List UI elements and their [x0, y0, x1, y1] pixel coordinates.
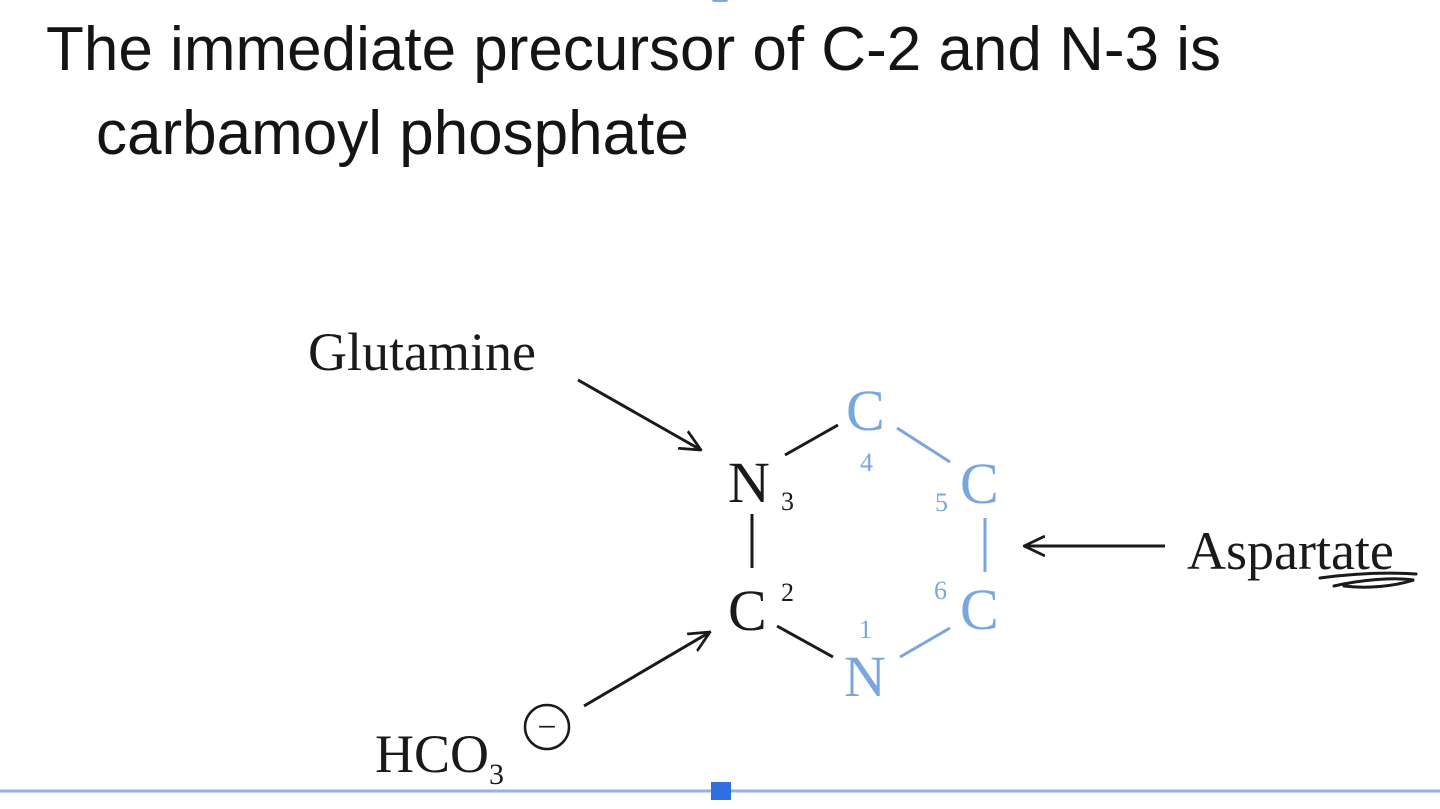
heading-line-2: carbamoyl phosphate	[96, 99, 689, 168]
bicarbonate-base: HCO	[375, 724, 489, 784]
atom-n3-number: 3	[781, 487, 794, 516]
bicarbonate-charge: −	[537, 709, 556, 746]
atom-c5-number: 5	[935, 488, 948, 517]
handwritten-underline	[1318, 571, 1418, 589]
slide-heading: The immediate precursor of C-2 and N-3 i…	[46, 8, 1221, 176]
glutamine-label: Glutamine	[308, 322, 536, 382]
heading-line-1: The immediate precursor of C-2 and N-3 i…	[46, 15, 1222, 84]
bond-n1-c2	[776, 624, 834, 659]
atom-c2-symbol: C	[728, 578, 767, 643]
selection-handle[interactable]	[711, 782, 731, 800]
atom-c6-symbol: C	[960, 577, 999, 642]
bicarbonate-arrow	[583, 632, 710, 708]
atom-c2-number: 2	[781, 578, 794, 607]
atom-c4-symbol: C	[846, 378, 885, 443]
selection-handle-top[interactable]	[711, 0, 729, 2]
atom-c5-symbol: C	[960, 451, 999, 516]
atom-n1-symbol: N	[844, 644, 886, 709]
negative-charge-icon	[523, 703, 571, 751]
bicarbonate-subscript: 3	[489, 758, 504, 791]
bond-c4-c5	[896, 426, 951, 464]
atom-c6-number: 6	[934, 576, 947, 605]
glutamine-arrow	[577, 378, 701, 450]
atom-c4-number: 4	[860, 448, 873, 477]
atom-n3-symbol: N	[728, 450, 770, 515]
atom-n1-number: 1	[859, 615, 872, 644]
bond-n3-c4	[784, 423, 839, 457]
bond-c6-n1	[899, 626, 951, 659]
bicarbonate-label: HCO3	[375, 724, 504, 791]
aspartate-label: Aspartate	[1187, 521, 1394, 581]
